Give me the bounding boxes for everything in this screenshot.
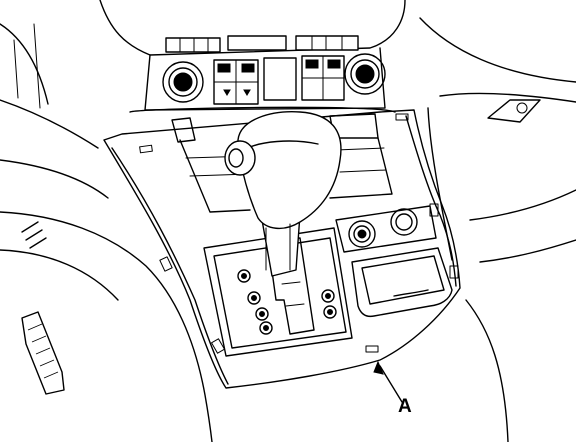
- power-outlets: [335, 205, 437, 253]
- dashboard-left-contours: [0, 23, 213, 442]
- gear-shift-lever: [224, 111, 342, 277]
- console-upper-bezel: [129, 106, 396, 213]
- vent-louvres: [21, 221, 47, 249]
- callout-a-leader: [373, 360, 403, 403]
- climate-control-panel: [99, 0, 406, 111]
- console-trim-panel: [103, 109, 461, 389]
- storage-tray-lid: [351, 247, 453, 318]
- brake-pedal: [21, 311, 65, 395]
- dashboard-right-contours: [419, 17, 576, 442]
- callout-label-a: A: [398, 396, 412, 417]
